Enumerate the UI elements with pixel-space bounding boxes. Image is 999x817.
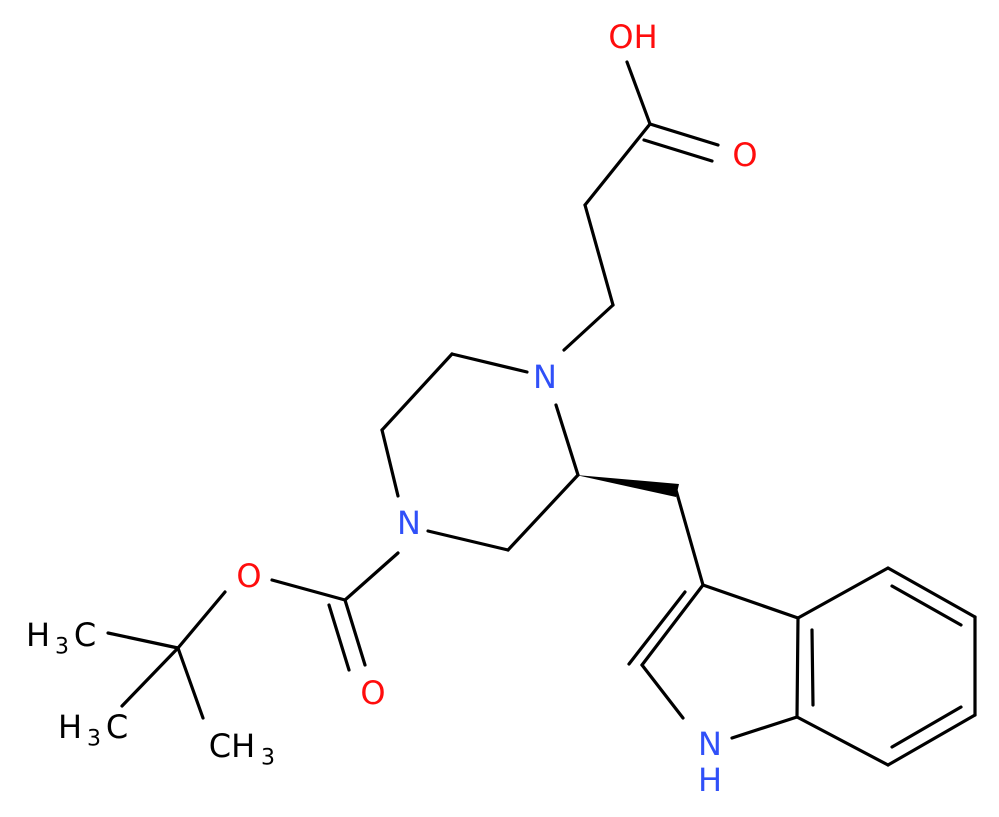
bonds [106, 60, 977, 767]
atom-labels: OH O N N O O N H H 3 C H 3 C CH 3 [26, 18, 758, 799]
indole-h-label: H [698, 761, 722, 799]
boc-carbonyl-oxygen-label: O [360, 674, 385, 712]
piperazine-n4-label: N [397, 504, 421, 542]
methyl-left-h: H [58, 708, 82, 746]
methyl-right-sub: 3 [261, 746, 275, 771]
ester-oxygen-label: O [236, 557, 261, 595]
methyl-left-label: H 3 C [58, 708, 128, 752]
indole-n-label: N [698, 725, 722, 763]
methyl-left-c: C [106, 708, 128, 746]
piperazine-n1-label: N [533, 358, 557, 396]
wedge-bond [576, 475, 679, 497]
methyl-top-c: C [74, 616, 96, 654]
acid-carbonyl-oxygen-label: O [732, 136, 757, 174]
methyl-top-label: H 3 C [26, 616, 96, 660]
methyl-left-sub: 3 [87, 727, 101, 752]
methyl-right-label: CH 3 [209, 727, 275, 771]
methyl-top-sub: 3 [55, 635, 69, 660]
hydroxyl-label: OH [608, 18, 657, 56]
methyl-top-h: H [26, 616, 50, 654]
methyl-right-ch: CH [209, 727, 255, 765]
